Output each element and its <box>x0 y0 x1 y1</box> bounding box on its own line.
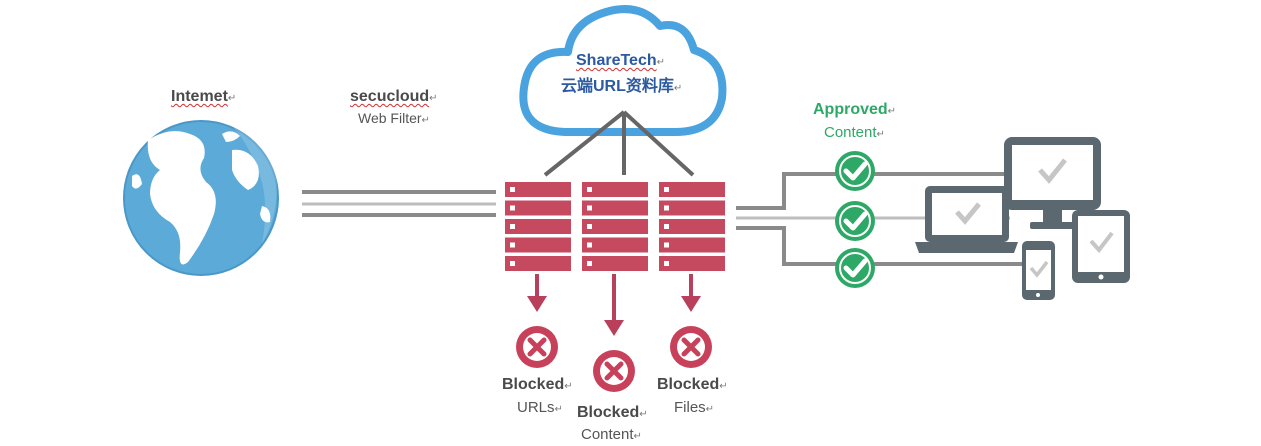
approved-icons <box>835 151 875 288</box>
paragraph-mark: ↵ <box>719 381 728 392</box>
blocked-icons <box>516 326 712 392</box>
cloud-subtitle-text: 云端URL资料库 <box>561 78 674 95</box>
blocked-content-sub-text: Content <box>581 426 634 443</box>
cloud-brand-text: ShareTech <box>576 52 657 69</box>
server-group <box>505 182 725 271</box>
laptop-icon <box>915 186 1018 253</box>
blocked-arrows <box>527 274 701 336</box>
x-circle-icon <box>516 326 558 368</box>
paragraph-mark: ↵ <box>887 106 897 117</box>
server-rack-icon <box>505 182 571 271</box>
inbound-lines <box>302 190 496 217</box>
cloud-icon <box>519 5 727 136</box>
paragraph-mark: ↵ <box>429 93 438 104</box>
internet-label-text: Intemet <box>171 88 228 105</box>
x-circle-icon <box>670 326 712 368</box>
cloud-brand-label: ShareTech↵ <box>576 53 665 69</box>
blocked-files-title-text: Blocked <box>657 376 720 393</box>
cloud-connector-lines <box>543 110 695 177</box>
blocked-urls-sub: URLs↵ <box>517 400 563 415</box>
check-circle-icon <box>835 248 875 288</box>
paragraph-mark: ↵ <box>564 381 573 392</box>
paragraph-mark: ↵ <box>421 115 430 126</box>
blocked-content-title: Blocked↵ <box>577 405 648 421</box>
phone-icon <box>1022 241 1055 300</box>
blocked-content-sub: Content↵ <box>581 427 642 442</box>
blocked-content-title-text: Blocked <box>577 404 640 421</box>
approved-title-text: Approved <box>813 101 888 118</box>
tablet-icon <box>1072 210 1130 283</box>
cloud-subtitle-label: 云端URL资料库↵ <box>561 79 682 95</box>
paragraph-mark: ↵ <box>633 431 642 442</box>
paragraph-mark: ↵ <box>227 93 237 104</box>
web-filter-label: Web Filter↵ <box>358 111 430 126</box>
paragraph-mark: ↵ <box>554 404 563 415</box>
server-rack-icon <box>659 182 725 271</box>
paragraph-mark: ↵ <box>639 409 648 420</box>
blocked-urls-title: Blocked↵ <box>502 377 573 393</box>
paragraph-mark: ↵ <box>656 57 666 68</box>
x-circle-icon <box>593 350 635 392</box>
monitor-icon <box>1004 137 1101 229</box>
approved-sub: Content↵ <box>824 125 885 140</box>
paragraph-mark: ↵ <box>673 83 683 94</box>
blocked-urls-sub-text: URLs <box>517 399 555 416</box>
blocked-files-title: Blocked↵ <box>657 377 728 393</box>
internet-label: Intemet↵ <box>171 89 236 105</box>
paragraph-mark: ↵ <box>705 404 715 415</box>
web-filter-label-text: Web Filter <box>358 110 422 126</box>
check-circle-icon <box>835 201 875 241</box>
blocked-files-sub: Files↵ <box>674 400 714 415</box>
globe-icon <box>123 120 279 276</box>
server-rack-icon <box>582 182 648 271</box>
secucloud-label-text: secucloud <box>350 88 430 105</box>
approved-sub-text: Content <box>824 124 877 141</box>
approved-title: Approved↵ <box>813 102 896 118</box>
check-circle-icon <box>835 151 875 191</box>
paragraph-mark: ↵ <box>876 129 885 140</box>
secucloud-label: secucloud↵ <box>350 89 438 105</box>
blocked-files-sub-text: Files <box>674 399 706 416</box>
blocked-urls-title-text: Blocked <box>502 376 565 393</box>
